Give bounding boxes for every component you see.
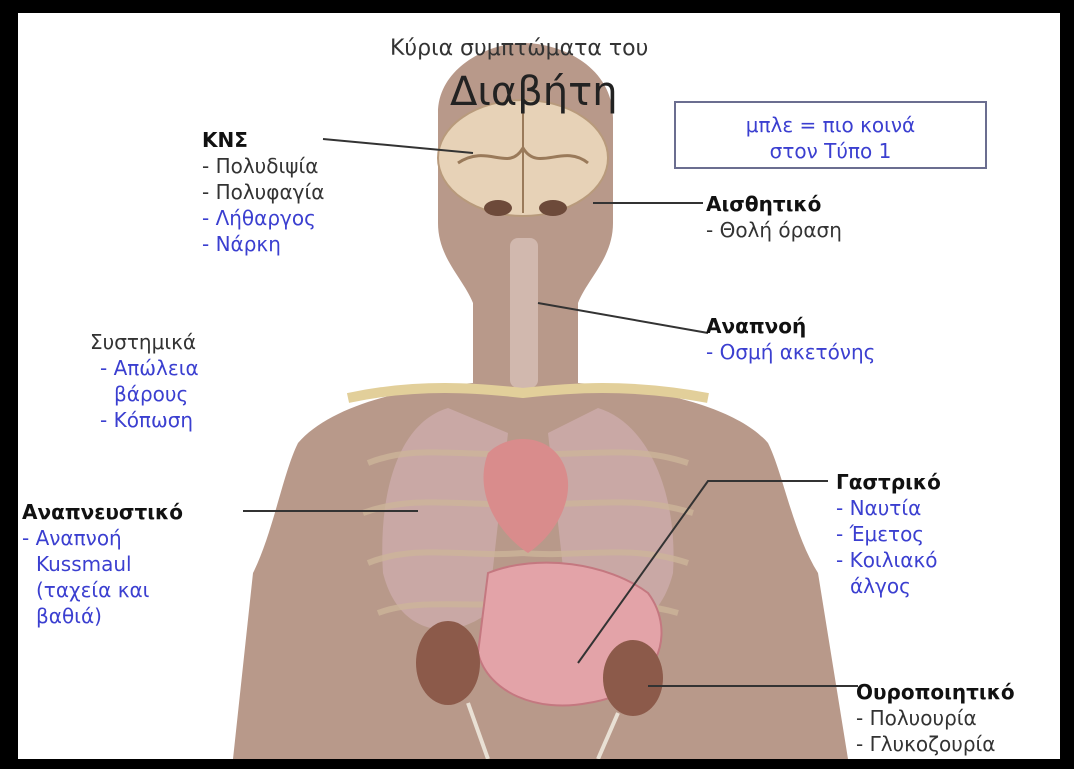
systemic-heading: Συστημικά [90, 329, 199, 355]
group-cns: ΚΝΣ - Πολυδιψία - Πολυφαγία - Λήθαργος -… [202, 127, 324, 257]
respiratory-item-4: βαθιά) [22, 603, 183, 629]
diagram-frame: Κύρια συμπτώματα του Διαβήτη μπλε = πιο … [18, 13, 1060, 759]
group-gastric: Γαστρικό - Ναυτία - Έμετος - Κοιλιακό άλ… [836, 469, 941, 599]
group-breath: Αναπνοή - Οσμή ακετόνης [706, 313, 875, 365]
group-urinary: Ουροποιητικό - Πολυουρία - Γλυκοζουρία [856, 679, 1015, 757]
legend-box: μπλε = πιο κοινά στον Τύπο 1 [674, 101, 987, 169]
systemic-item-3: - Κόπωση [90, 407, 199, 433]
gastric-item-1: - Ναυτία [836, 495, 941, 521]
sensory-heading: Αισθητικό [706, 191, 842, 217]
group-systemic: Συστημικά - Απώλεια βάρους - Κόπωση [90, 329, 199, 433]
right-kidney [603, 640, 663, 716]
breath-heading: Αναπνοή [706, 313, 875, 339]
respiratory-heading: Αναπνευστικό [22, 499, 183, 525]
breath-item-1: - Οσμή ακετόνης [706, 339, 875, 365]
cns-item-4: - Νάρκη [202, 231, 324, 257]
left-kidney [416, 621, 480, 705]
diagram-title: Διαβήτη [450, 71, 618, 113]
respiratory-item-3: (ταχεία και [22, 577, 183, 603]
cns-item-3: - Λήθαργος [202, 205, 324, 231]
sensory-item-1: - Θολή όραση [706, 217, 842, 243]
respiratory-item-2: Kussmaul [22, 551, 183, 577]
gastric-item-4: άλγος [836, 573, 941, 599]
cns-item-2: - Πολυφαγία [202, 179, 324, 205]
urinary-item-2: - Γλυκοζουρία [856, 731, 1015, 757]
gastric-item-3: - Κοιλιακό [836, 547, 941, 573]
group-sensory: Αισθητικό - Θολή όραση [706, 191, 842, 243]
urinary-heading: Ουροποιητικό [856, 679, 1015, 705]
systemic-item-2: βάρους [90, 381, 199, 407]
systemic-item-1: - Απώλεια [90, 355, 199, 381]
gastric-heading: Γαστρικό [836, 469, 941, 495]
group-respiratory: Αναπνευστικό - Αναπνοή Kussmaul (ταχεία … [22, 499, 183, 629]
urinary-item-1: - Πολυουρία [856, 705, 1015, 731]
legend-line-1: μπλε = πιο κοινά [676, 113, 985, 137]
diagram-subtitle: Κύρια συμπτώματα του [390, 37, 648, 60]
cns-item-1: - Πολυδιψία [202, 153, 324, 179]
gastric-item-2: - Έμετος [836, 521, 941, 547]
respiratory-item-1: - Αναπνοή [22, 525, 183, 551]
cns-heading: ΚΝΣ [202, 127, 324, 153]
trachea [510, 238, 538, 388]
legend-line-2: στον Τύπο 1 [676, 139, 985, 163]
